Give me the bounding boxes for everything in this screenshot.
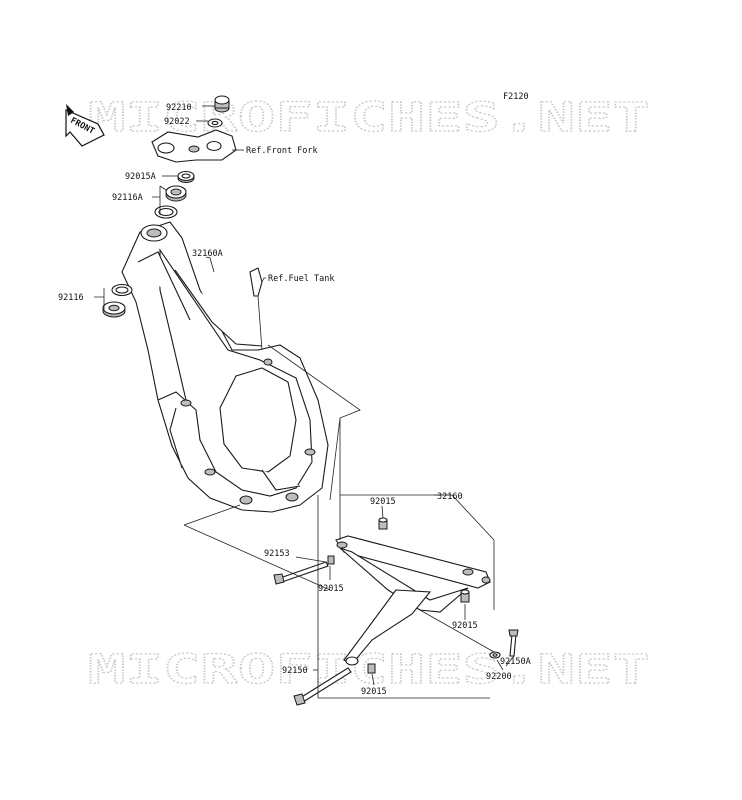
assembly-outlines [183,344,495,699]
bolt-92015-right [460,589,470,603]
label-92116a: 92116A [112,193,143,203]
label-92153: 92153 [264,549,290,559]
bolt-92015-top [378,517,388,530]
bolt-92015-mid [327,555,335,565]
label-92210: 92210 [166,103,192,113]
upper-clamp [151,129,237,163]
main-frame-32160a [121,221,329,513]
label-92116: 92116 [58,293,84,303]
front-arrow-icon: FRONT [65,104,105,147]
sub-frame-32160 [335,535,491,666]
washer-92022 [207,118,223,128]
label-92150a: 92150A [500,657,531,667]
bearing-seal-92015a [177,170,195,183]
label-ref-front-fork: Ref.Front Fork [246,146,318,156]
label-92022: 92022 [164,117,190,127]
label-92200: 92200 [486,672,512,682]
nut-92210 [214,95,230,113]
label-92015-bottom: 92015 [361,687,387,697]
label-92015a: 92015A [125,172,156,182]
bearing-92116 [102,283,133,318]
label-92015-top: 92015 [370,497,396,507]
bearing-92116a [154,185,187,219]
label-32160a: 32160A [192,249,223,259]
label-ref-fuel-tank: Ref.Fuel Tank [268,274,335,284]
washer-92200 [489,651,501,659]
figure-code: F2120 [503,92,529,102]
label-92015-right: 92015 [452,621,478,631]
bolt-92150 [293,667,352,706]
bolt-92015-bottom [367,663,376,674]
fuel-tank-bracket [249,267,263,351]
bolt-92153 [273,561,329,585]
leader-lines [94,105,515,686]
label-32160: 32160 [437,492,463,502]
label-92150: 92150 [282,666,308,676]
label-92015-mid: 92015 [318,584,344,594]
